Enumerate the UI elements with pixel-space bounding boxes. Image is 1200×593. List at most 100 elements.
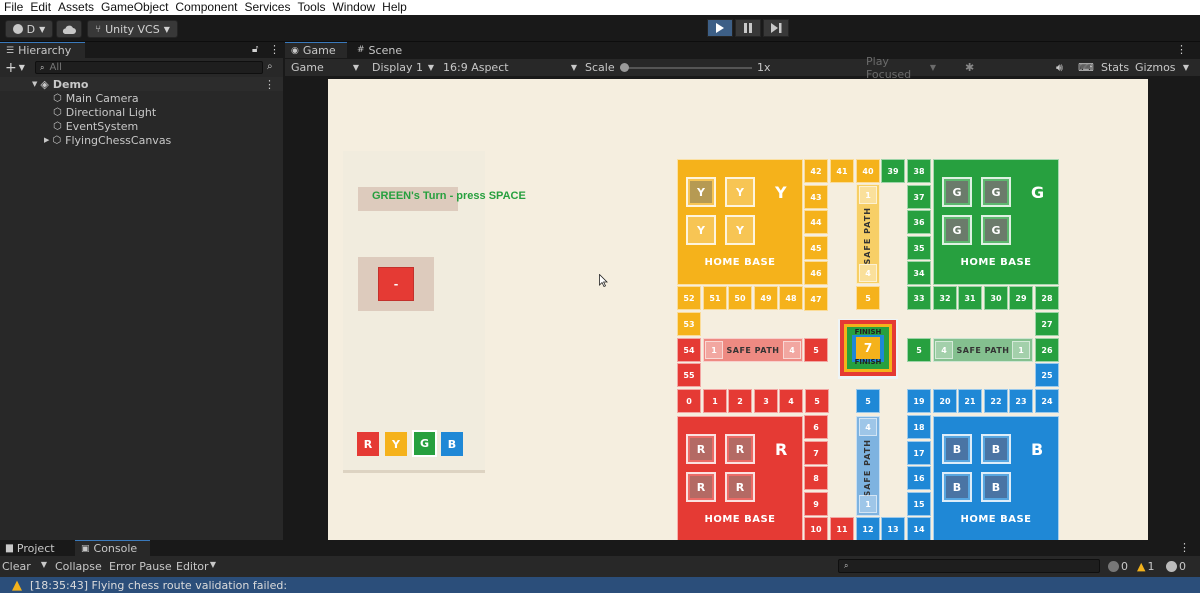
green-piece[interactable]: G (942, 215, 972, 245)
chevron-down-icon: ▼ (427, 63, 434, 72)
warning-count-toggle[interactable]: ▲ 1 (1137, 559, 1155, 573)
more-icon[interactable]: ⋮ (269, 43, 280, 56)
menu-gameobject[interactable]: GameObject (101, 0, 169, 14)
keyboard-icon[interactable]: ⌨ (1078, 61, 1094, 74)
red-piece[interactable]: R (686, 472, 716, 502)
yellow-piece[interactable]: Y (686, 177, 716, 207)
tab-project[interactable]: ▆ Project (6, 541, 55, 555)
blue-piece[interactable]: B (942, 472, 972, 502)
tree-item[interactable]: ⬡ EventSystem (53, 119, 139, 133)
game-viewport[interactable]: GREEN's Turn - press SPACE - R Y G B Y Y… (328, 79, 1148, 540)
yellow-piece[interactable]: Y (725, 215, 755, 245)
game-mode-dropdown[interactable]: Game▼ (291, 61, 359, 74)
tab-console[interactable]: ▣ Console (75, 540, 150, 556)
track-cell: 52 (677, 286, 701, 310)
yellow-home-base: Y Y Y Y Y HOME BASE (677, 159, 803, 285)
error-count-toggle[interactable]: 0 (1108, 560, 1128, 573)
display-dropdown[interactable]: Display 1▼ (372, 61, 434, 74)
track-cell: 28 (1035, 286, 1059, 310)
bug-icon[interactable]: ✱ (965, 61, 975, 74)
error-pause-button[interactable]: Error Pause (109, 559, 172, 573)
hierarchy-search[interactable]: ⌕ All (35, 61, 263, 74)
yellow-piece[interactable]: Y (725, 177, 755, 207)
scale-slider-handle[interactable] (620, 63, 629, 72)
red-piece[interactable]: R (725, 434, 755, 464)
tab-scene[interactable]: # Scene (357, 43, 403, 57)
tab-hierarchy[interactable]: ☰ Hierarchy (0, 42, 85, 58)
chevron-down-icon[interactable]: ▼ (18, 63, 25, 72)
menu-component[interactable]: Component (175, 0, 238, 14)
speaker-icon[interactable]: 🔊︎ (1056, 60, 1063, 74)
tab-game[interactable]: ◉ Game (285, 42, 347, 58)
editor-dropdown[interactable]: Editor▼ (176, 559, 216, 573)
pause-button[interactable] (735, 19, 761, 37)
list-icon: ☰ (6, 45, 15, 56)
blue-piece[interactable]: B (981, 434, 1011, 464)
track-cell: 20 (933, 389, 957, 413)
play-button[interactable] (707, 19, 733, 37)
color-button-green[interactable]: G (412, 430, 437, 457)
track-cell: 9 (804, 492, 828, 516)
blue-piece[interactable]: B (942, 434, 972, 464)
tree-item[interactable]: ▶ ⬡ FlyingChessCanvas (44, 133, 172, 147)
vcs-button[interactable]: ⑂ Unity VCS ▼ (87, 20, 178, 38)
track-cell: 2 (728, 389, 752, 413)
track-cell: 7 (804, 441, 828, 465)
dice-button[interactable]: - (378, 267, 414, 301)
chevron-down-icon: ▼ (209, 559, 216, 569)
color-button-yellow[interactable]: Y (385, 432, 407, 456)
track-cell: 26 (1035, 338, 1059, 362)
console-search-input[interactable]: ⌕ (838, 559, 1100, 573)
console-message-row[interactable]: ▲ [18:35:43] Flying chess route validati… (0, 577, 1200, 593)
red-base-label: R (775, 440, 788, 459)
tree-item[interactable]: ⬡ Directional Light (53, 105, 157, 119)
add-icon[interactable]: + (5, 59, 17, 76)
collapse-button[interactable]: Collapse (55, 559, 102, 573)
step-button[interactable] (763, 19, 789, 37)
log-count-toggle[interactable]: 0 (1166, 560, 1186, 573)
stats-button[interactable]: Stats (1101, 61, 1130, 74)
center-value: 7 (856, 337, 880, 359)
more-icon[interactable]: ⋮ (1176, 43, 1187, 56)
track-cell: 11 (830, 517, 854, 540)
gizmos-dropdown[interactable]: Gizmos▼ (1135, 61, 1189, 74)
mouse-cursor-icon (599, 274, 608, 287)
menu-assets[interactable]: Assets (58, 0, 95, 14)
more-icon[interactable]: ⋮ (264, 77, 275, 91)
scale-slider[interactable] (620, 67, 752, 69)
tree-item-scene[interactable]: ▼ ◈ Demo ⋮ (0, 77, 283, 91)
green-piece[interactable]: G (981, 177, 1011, 207)
green-piece[interactable]: G (942, 177, 972, 207)
track-cell: 1 (703, 389, 727, 413)
menu-services[interactable]: Services (244, 0, 291, 14)
more-icon[interactable]: ⋮ (1179, 541, 1190, 554)
color-button-red[interactable]: R (357, 432, 379, 456)
cloud-button[interactable] (56, 20, 82, 38)
play-focused-dropdown[interactable]: Play Focused▼ (866, 54, 936, 81)
red-piece[interactable]: R (686, 434, 716, 464)
turn-label-bg (358, 187, 458, 211)
color-button-blue[interactable]: B (441, 432, 463, 456)
track-cell: 51 (703, 286, 727, 310)
menu-file[interactable]: File (4, 0, 24, 14)
track-cell: 41 (830, 159, 854, 183)
lock-icon[interactable]: 🔓︎ (252, 44, 259, 55)
track-cell: 6 (804, 415, 828, 439)
red-piece[interactable]: R (725, 472, 755, 502)
green-piece[interactable]: G (981, 215, 1011, 245)
track-cell: 5 (804, 338, 828, 362)
red-home-base: R R R R R HOME BASE (677, 416, 803, 540)
green-home-base: G G G G G HOME BASE (933, 159, 1059, 285)
tree-item[interactable]: ⬡ Main Camera (53, 91, 139, 105)
clear-dropdown[interactable]: Clear▼ (2, 559, 47, 573)
menu-tools[interactable]: Tools (297, 0, 326, 14)
aspect-dropdown[interactable]: 16:9 Aspect▼ (443, 61, 577, 74)
track-cell: 48 (779, 286, 803, 310)
yellow-piece[interactable]: Y (686, 215, 716, 245)
account-button[interactable]: D ▼ (5, 20, 53, 38)
search-options-icon[interactable]: ⌕ (267, 61, 273, 72)
blue-piece[interactable]: B (981, 472, 1011, 502)
menu-window[interactable]: Window (332, 0, 376, 14)
menu-help[interactable]: Help (382, 0, 407, 14)
menu-edit[interactable]: Edit (30, 0, 52, 14)
